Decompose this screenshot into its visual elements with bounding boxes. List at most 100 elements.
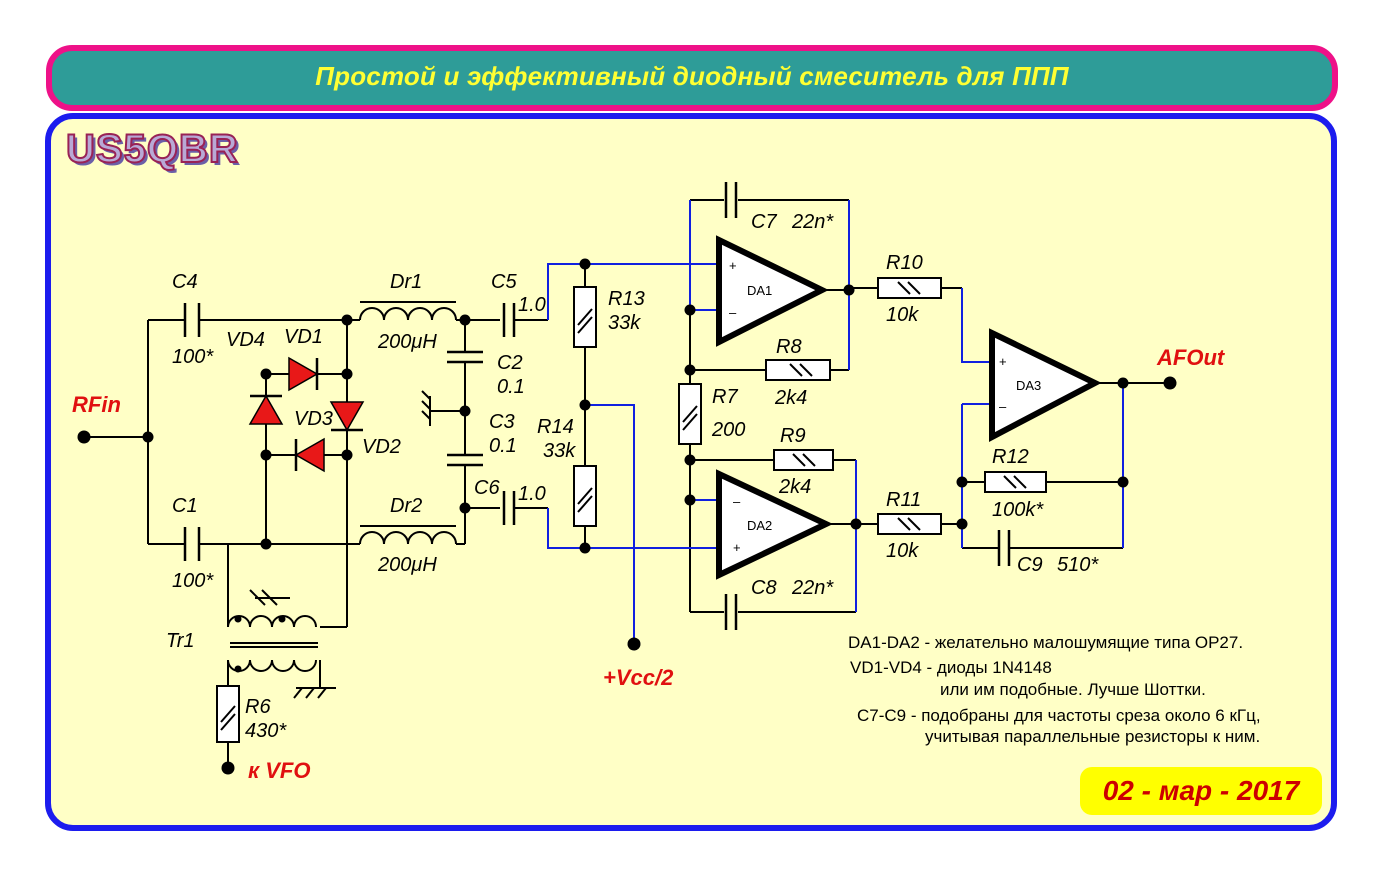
page-title: Простой и эффективный диодный смеситель …: [315, 61, 1069, 91]
c6-value: 1.0: [518, 483, 546, 505]
capacitor-c7: [724, 182, 738, 218]
vd2-label: VD2: [362, 436, 401, 458]
da2-plus-label: +: [733, 540, 741, 555]
choke-dr2: [359, 525, 457, 545]
tr1-label: Tr1: [166, 630, 195, 652]
component-labels: C4 100* C1 100* VD4 VD1 VD3 VD2 Dr1 200μ…: [166, 211, 1099, 742]
resistor-r8: [765, 359, 831, 381]
note-line-2: VD1-VD4 - диоды 1N4148: [850, 658, 1052, 677]
da2-label: DA2: [747, 518, 772, 533]
r6-ref: R6: [245, 696, 271, 718]
c3-ref: C3: [489, 411, 515, 433]
da1-label: DA1: [747, 283, 772, 298]
capacitor-c4: [183, 303, 201, 337]
c5-value: 1.0: [518, 294, 546, 316]
note-line-5: учитывая параллельные резисторы к ним.: [925, 727, 1261, 746]
resistor-r9: [773, 449, 834, 471]
vcc-label: +Vcc/2: [603, 665, 674, 690]
resistor-r6: [216, 685, 240, 743]
da3-label: DA3: [1016, 378, 1041, 393]
capacitor-c5: [502, 303, 516, 337]
c7-value: 22n*: [791, 211, 834, 233]
r13-value: 33k: [608, 312, 641, 334]
c5-ref: C5: [491, 271, 517, 293]
note-line-1: DA1-DA2 - желательно малошумящие типа OP…: [848, 633, 1244, 652]
vd4-label: VD4: [226, 329, 265, 351]
c1-value: 100*: [172, 570, 214, 592]
op-amp-da2: – + DA2: [716, 469, 834, 580]
vd1-label: VD1: [284, 326, 323, 348]
c3-value: 0.1: [489, 435, 517, 457]
note-line-4: C7-C9 - подобраны для частоты среза окол…: [857, 706, 1261, 725]
da1-plus-label: +: [729, 258, 737, 273]
c2-ref: C2: [497, 352, 523, 374]
capacitor-c1: [183, 527, 201, 561]
resistor-r7: [678, 383, 702, 445]
blue-wiring: [547, 200, 1124, 644]
vd3-label: VD3: [294, 408, 333, 430]
c4-ref: C4: [172, 271, 198, 293]
date-text: 02 - мар - 2017: [1102, 775, 1300, 806]
resistor-r13: [573, 286, 597, 348]
signal-labels: RFin AFOut +Vcc/2 к VFO: [72, 345, 1226, 783]
capacitor-c6: [502, 491, 516, 525]
diode-vd1: [288, 356, 319, 392]
c9-ref: C9: [1017, 554, 1043, 576]
op-amp-da3: + – DA3: [989, 328, 1102, 442]
capacitor-c2: [447, 350, 483, 364]
c9-value: 510*: [1057, 554, 1099, 576]
dr1-ref: Dr1: [390, 271, 422, 293]
callsign-logo: US5QBR: [65, 126, 239, 172]
resistor-r14: [573, 465, 597, 527]
r9-ref: R9: [780, 425, 806, 447]
r13-ref: R13: [608, 288, 645, 310]
r11-ref: R11: [886, 489, 921, 511]
c2-value: 0.1: [497, 376, 525, 398]
r12-ref: R12: [992, 446, 1029, 468]
junction-dots: [142, 258, 1129, 554]
r8-value: 2k4: [774, 387, 807, 409]
terminals: [77, 376, 1177, 775]
black-wiring: [84, 199, 1170, 768]
resistor-r10: [877, 277, 942, 299]
c6-ref: C6: [474, 477, 500, 499]
resistor-r12: [984, 471, 1047, 493]
r8-ref: R8: [776, 336, 802, 358]
r10-value: 10k: [886, 304, 919, 326]
capacitor-c9: [997, 530, 1011, 566]
r7-ref: R7: [712, 386, 738, 408]
op-amp-da1: + – DA1: [716, 235, 829, 347]
resistor-r11: [877, 513, 942, 535]
c8-ref: C8: [751, 577, 777, 599]
choke-dr1: [359, 301, 457, 321]
r9-value: 2k4: [778, 476, 811, 498]
r12-value: 100k*: [992, 499, 1044, 521]
diode-vd2: [329, 401, 365, 432]
c1-ref: C1: [172, 495, 198, 517]
rf-in-label: RFin: [72, 392, 121, 417]
r10-ref: R10: [886, 252, 923, 274]
diode-vd3: [294, 437, 325, 473]
da3-minus-label: –: [999, 399, 1007, 414]
c8-value: 22n*: [791, 577, 834, 599]
r14-value: 33k: [543, 440, 576, 462]
r7-value: 200: [711, 419, 745, 441]
ground-symbol-c2c3: [421, 390, 431, 426]
transformer-tr1: [227, 589, 318, 673]
title-bar: Простой и эффективный диодный смеситель …: [46, 45, 1338, 111]
date-badge: 02 - мар - 2017: [1080, 767, 1322, 815]
r14-ref: R14: [537, 416, 574, 438]
note-line-3: или им подобные. Лучше Шоттки.: [940, 680, 1206, 699]
da3-plus-label: +: [999, 354, 1007, 369]
c7-ref: C7: [751, 211, 777, 233]
dr2-value: 200μH: [377, 554, 437, 576]
capacitor-c3: [447, 453, 483, 467]
r6-value: 430*: [245, 720, 287, 742]
da2-minus-label: –: [733, 494, 741, 509]
r11-value: 10k: [886, 540, 919, 562]
dr1-value: 200μH: [377, 331, 437, 353]
da1-minus-label: –: [729, 305, 737, 320]
capacitor-c8: [724, 594, 738, 630]
vfo-label: к VFO: [248, 758, 311, 783]
